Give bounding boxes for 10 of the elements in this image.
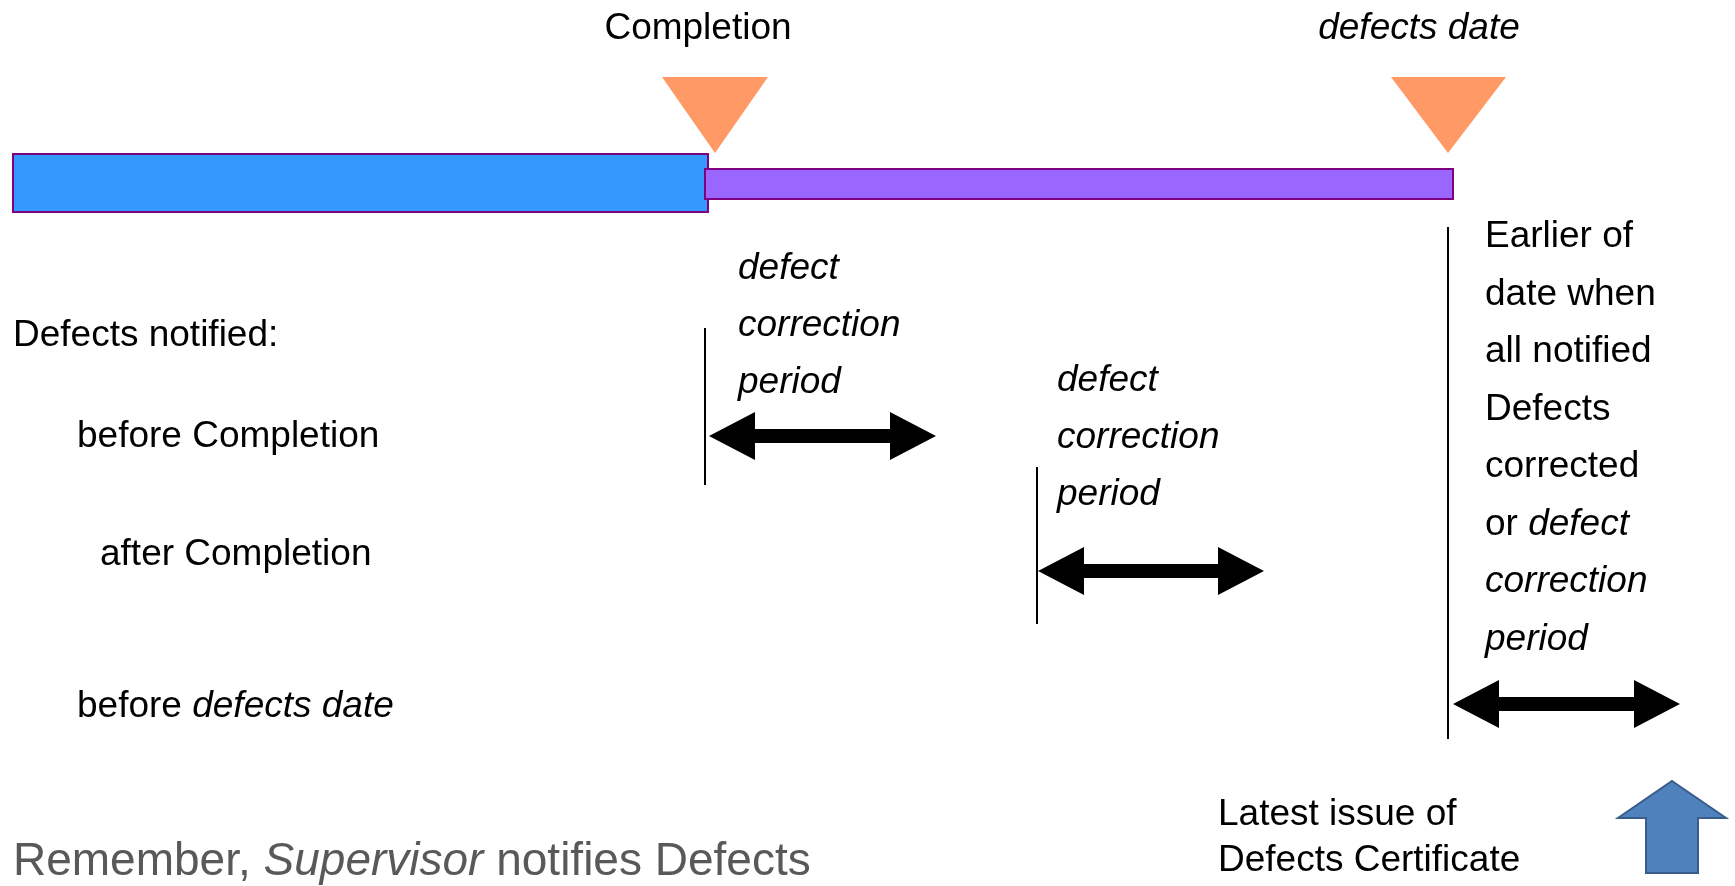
period-label: defect correction period bbox=[1057, 357, 1221, 515]
milestone-label: defects date bbox=[1318, 8, 1520, 45]
milestone-label: Completion bbox=[604, 8, 792, 45]
note-text: Latest issue of Defects Certificate bbox=[1218, 791, 1522, 881]
row-label: after Completion bbox=[100, 534, 372, 571]
row-label: before defects date bbox=[77, 686, 394, 723]
note-text: Earlier of date when all notified Defects corrected or defect correction period bbox=[1485, 213, 1657, 660]
period-label: defect correction period bbox=[738, 245, 902, 403]
row-heading: Defects notified: bbox=[13, 315, 279, 352]
row-label: before Completion bbox=[77, 416, 380, 453]
